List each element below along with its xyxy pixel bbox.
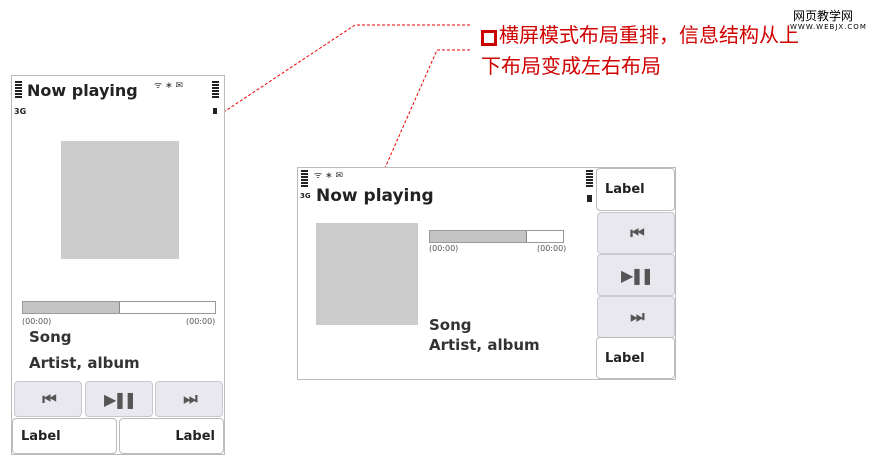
next-button[interactable]: ⏭ — [597, 296, 675, 338]
network-indicator: 3G — [14, 107, 27, 116]
time-elapsed: (00:00) — [22, 317, 52, 326]
bottom-softkey[interactable]: Label — [596, 337, 675, 379]
network-indicator: 3G — [300, 192, 311, 200]
play-pause-icon: ▶❚❚ — [103, 389, 137, 409]
song-title: Song — [29, 328, 72, 346]
page-title: Now playing — [316, 186, 434, 206]
left-softkey[interactable]: Label — [12, 418, 117, 454]
artist-album: Artist, album — [29, 354, 140, 372]
next-button[interactable]: ⏭ — [155, 381, 223, 417]
time-total: (00:00) — [537, 244, 567, 253]
time-total: (00:00) — [186, 317, 216, 326]
annotation-line-1: 横屏模式布局重排，信息结构从上 — [499, 23, 799, 47]
previous-icon: ⏮ — [630, 223, 645, 242]
battery-level-icon — [586, 170, 593, 188]
album-art — [61, 141, 179, 259]
play-pause-button[interactable]: ▶❚❚ — [85, 381, 153, 417]
annotation-bullet-icon — [481, 30, 497, 46]
top-softkey[interactable]: Label — [596, 168, 675, 211]
battery-icon — [587, 195, 592, 202]
signal-icon — [301, 170, 308, 188]
right-softkey[interactable]: Label — [119, 418, 224, 454]
wifi-icon: ᯤ ∗ ✉ — [154, 81, 184, 91]
next-icon: ⏭ — [183, 389, 198, 408]
previous-button[interactable]: ⏮ — [14, 381, 82, 417]
progress-bar[interactable] — [429, 230, 564, 243]
battery-icon — [213, 108, 217, 114]
landscape-screen: ᯤ ∗ ✉ 3G Now playing (00:00) (00:00) Son… — [297, 167, 676, 380]
annotation-line-2: 下布局变成左右布局 — [481, 54, 661, 78]
play-pause-button[interactable]: ▶❚❚ — [597, 254, 675, 296]
watermark-url: WWW.WEBJX.COM — [790, 23, 867, 31]
next-icon: ⏭ — [630, 307, 645, 326]
previous-icon: ⏮ — [42, 389, 57, 408]
portrait-screen: Now playing ᯤ ∗ ✉ 3G (00:00) (00:00) Son… — [11, 75, 225, 455]
wifi-icon: ᯤ ∗ ✉ — [314, 171, 344, 181]
watermark-title: 网页教学网 — [793, 9, 854, 23]
battery-level-icon — [212, 81, 219, 99]
song-title: Song — [429, 316, 472, 334]
album-art — [316, 223, 418, 325]
page-title: Now playing — [27, 81, 138, 100]
artist-album: Artist, album — [429, 336, 540, 354]
play-pause-icon: ▶❚❚ — [620, 265, 654, 285]
progress-bar[interactable] — [22, 301, 216, 314]
time-elapsed: (00:00) — [429, 244, 459, 253]
signal-icon — [15, 81, 22, 99]
previous-button[interactable]: ⏮ — [597, 212, 675, 254]
